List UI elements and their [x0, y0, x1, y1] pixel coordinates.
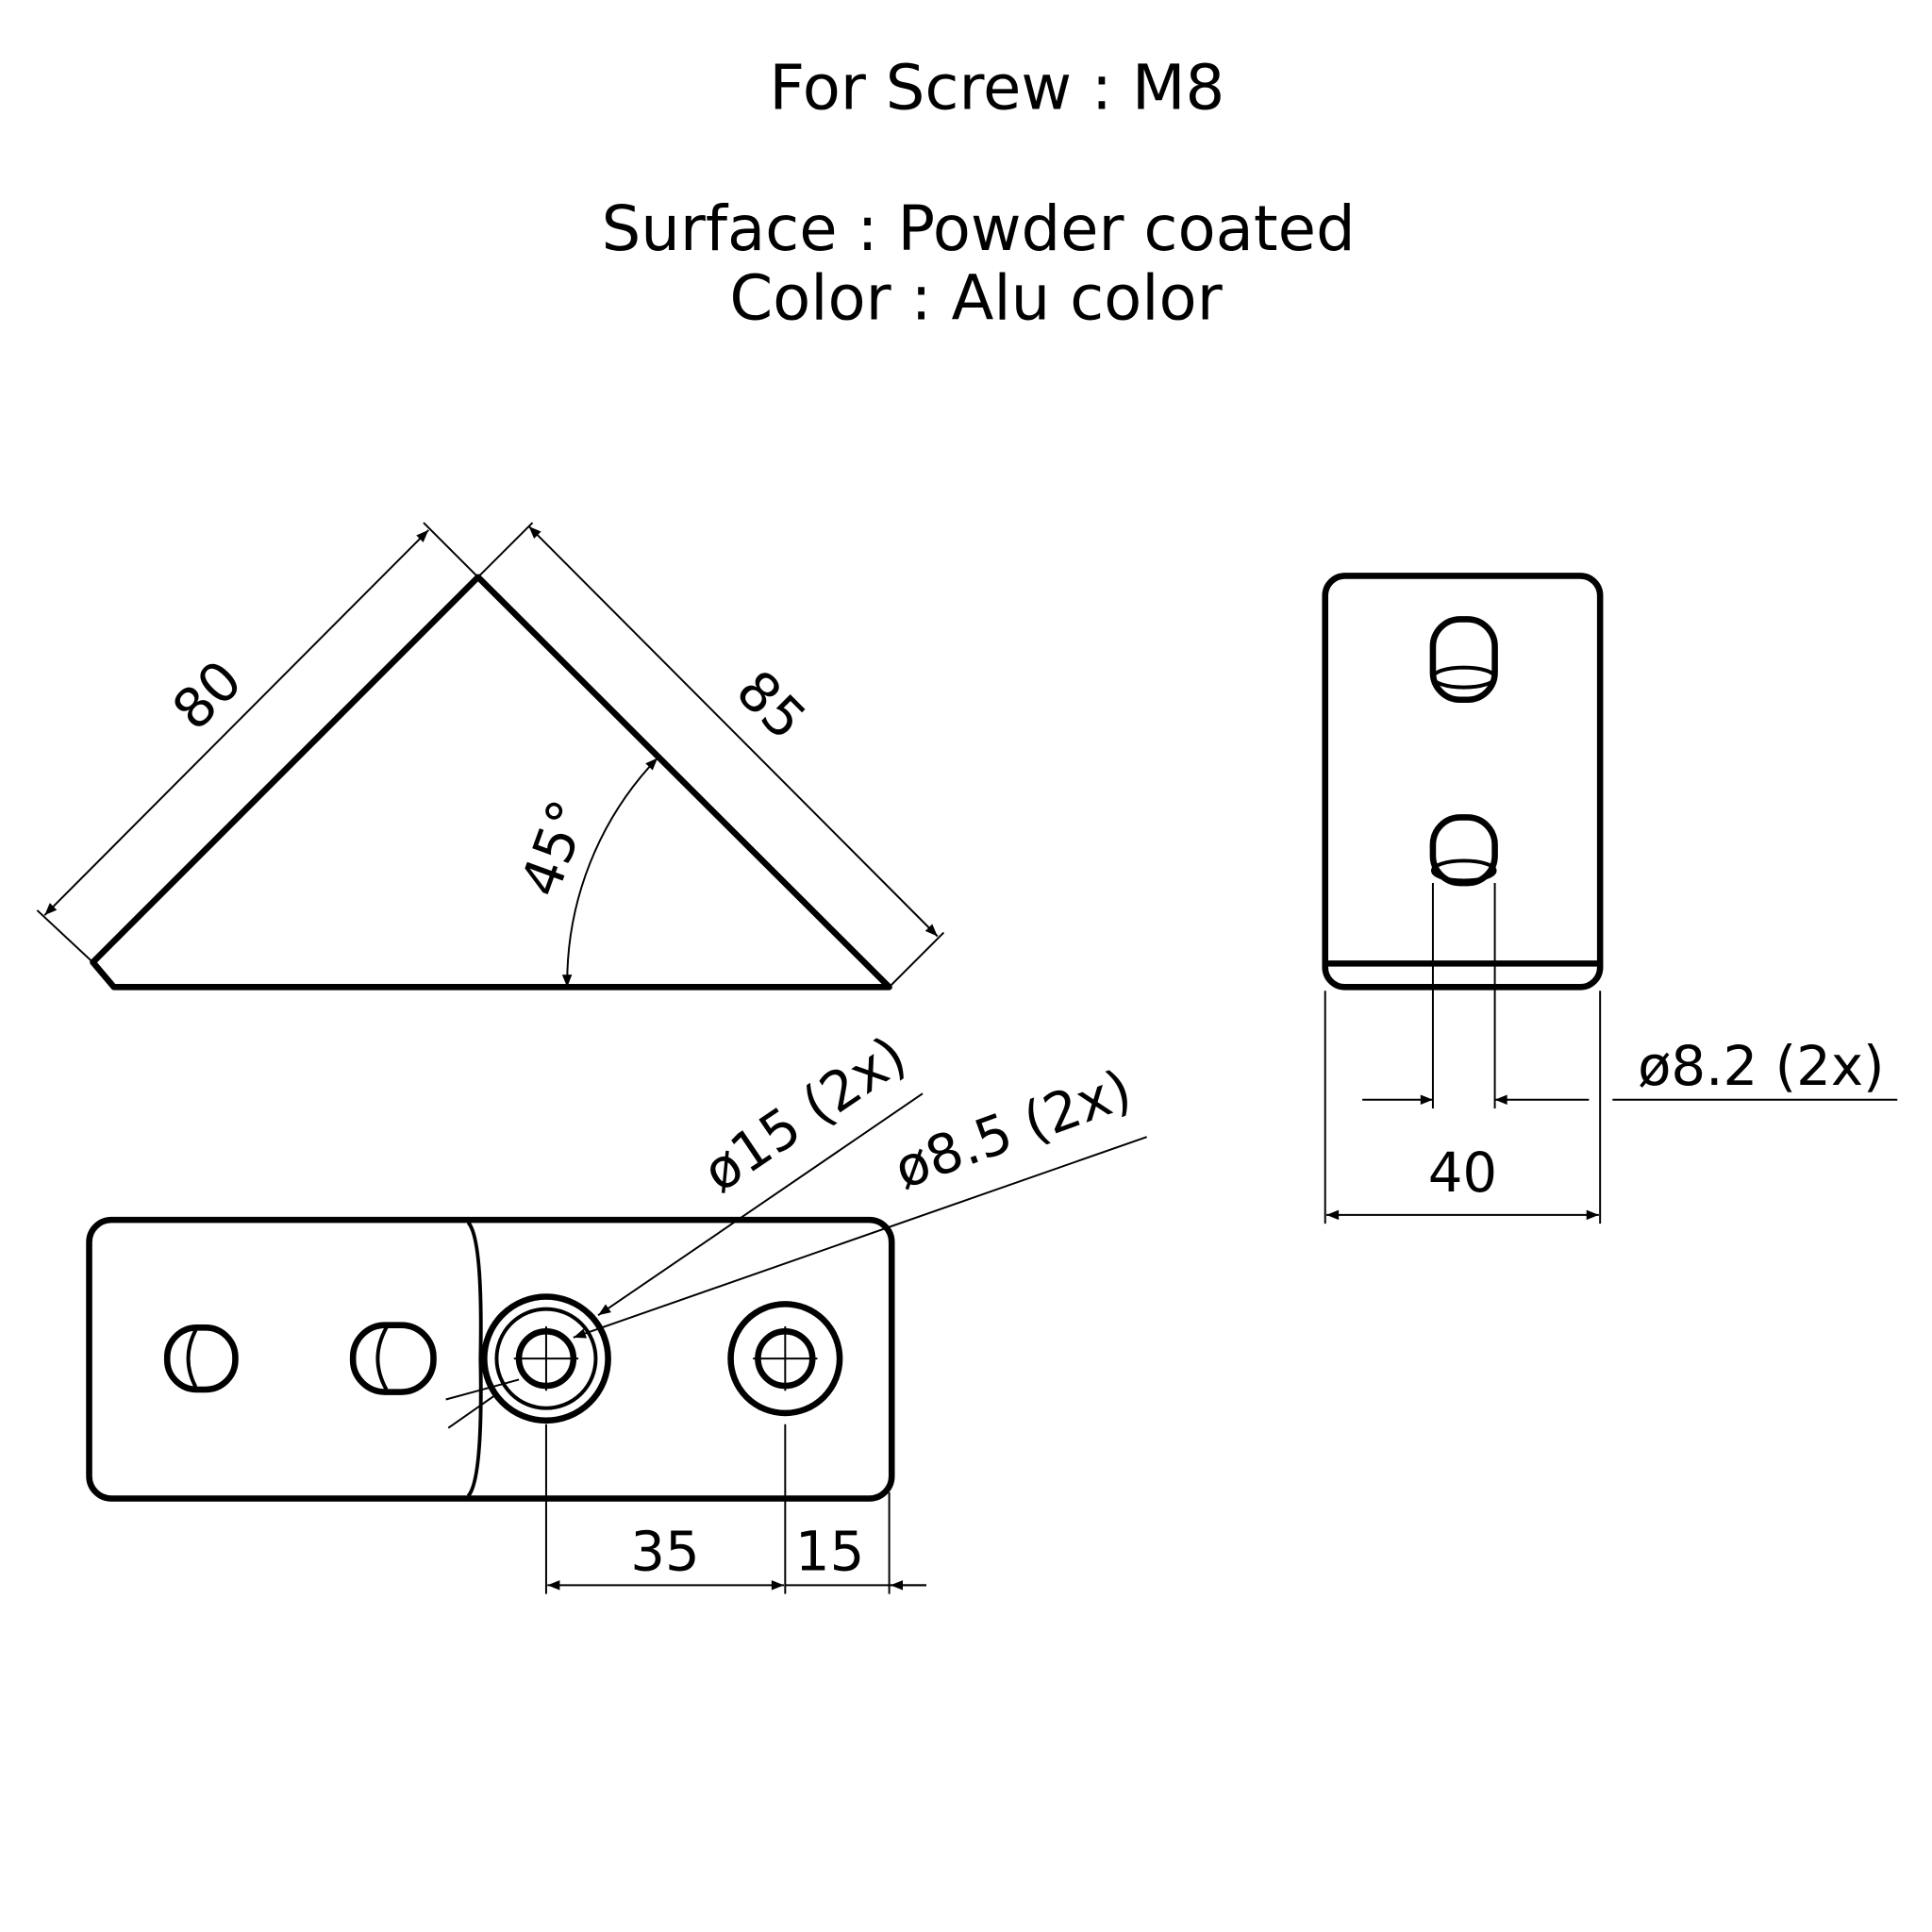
color-spec: Color : Alu color	[729, 263, 1222, 335]
extension-line	[477, 522, 534, 578]
angle-arc	[561, 757, 658, 988]
hole-diameter-8-2: ø8.2 (2x)	[1638, 1034, 1885, 1098]
dimension-line-85	[527, 525, 939, 938]
hole-diameter-8-5: ø8.5 (2x)	[886, 1057, 1140, 1201]
leader-line	[447, 1392, 499, 1429]
dimension-line-80	[43, 529, 429, 916]
screw-spec: For Screw : M8	[769, 53, 1224, 125]
side-view: ø8.2 (2x) 40	[1322, 573, 1898, 1224]
slot-edge	[186, 1329, 198, 1389]
side-outline	[1322, 573, 1604, 991]
slot	[1429, 616, 1498, 704]
dimension-40: 40	[1428, 1141, 1498, 1205]
angle-45: 45°	[508, 791, 601, 904]
triangle-outline	[90, 574, 892, 991]
counterbore-diameter-15: ø15 (2x)	[691, 1024, 918, 1205]
counterbore-inner	[494, 1307, 598, 1410]
slot	[1429, 814, 1498, 887]
surface-spec: Surface : Powder coated	[602, 193, 1356, 265]
slot	[163, 1324, 239, 1393]
slot-edge	[1430, 665, 1497, 690]
dimension-35: 35	[630, 1520, 700, 1584]
bottom-view: ø15 (2x) ø8.5 (2x) 35 15	[86, 1024, 1147, 1594]
extension-line	[888, 931, 945, 989]
slot-edge	[1430, 858, 1497, 883]
top-view: 80 85 45°	[36, 522, 945, 991]
leader-line	[445, 1378, 520, 1401]
counterbore	[727, 1301, 843, 1417]
dimension-85: 85	[724, 658, 819, 752]
bend-line	[466, 1221, 483, 1498]
dimension-15: 15	[795, 1520, 865, 1584]
bottom-outline	[86, 1216, 895, 1502]
leader-line	[597, 1092, 924, 1317]
leader-line	[573, 1136, 1147, 1339]
counterbore	[481, 1293, 611, 1424]
slot-edge	[375, 1326, 389, 1391]
slot	[349, 1322, 437, 1395]
dimension-80: 80	[160, 648, 255, 742]
extension-line	[423, 522, 479, 578]
extension-line	[36, 909, 94, 963]
